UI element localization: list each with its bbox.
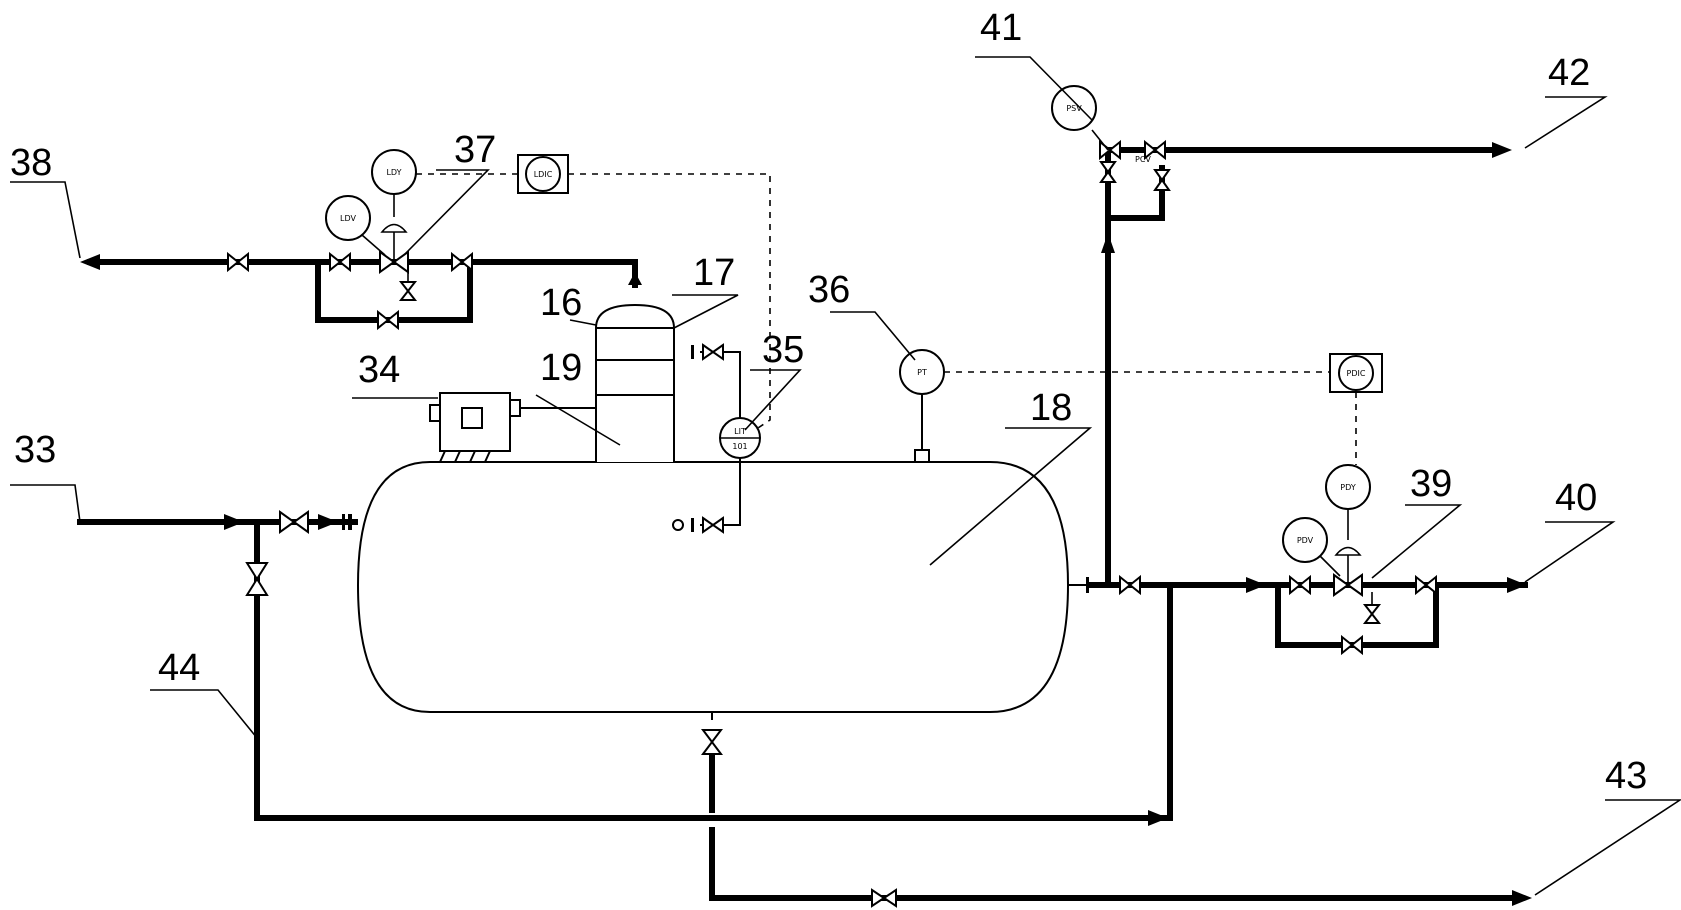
outlet-line-40 bbox=[1068, 546, 1528, 656]
liquid-outlet-line-38 bbox=[80, 223, 642, 331]
svg-text:PDY: PDY bbox=[1340, 483, 1356, 492]
ref-36: 36 bbox=[808, 269, 850, 311]
horizontal-vessel-18 bbox=[356, 461, 1070, 713]
pdy-instrument: PDY bbox=[1325, 464, 1371, 510]
bypass-line-44 bbox=[245, 519, 1173, 826]
ref-42: 42 bbox=[1548, 52, 1590, 94]
ref-43: 43 bbox=[1605, 755, 1647, 797]
pressure-transmitter-36: PT bbox=[899, 349, 945, 463]
svg-text:PDV: PDV bbox=[1297, 536, 1314, 545]
ref-39: 39 bbox=[1410, 463, 1452, 505]
pdic-controller: PDIC bbox=[1329, 353, 1383, 393]
ref-41: 41 bbox=[980, 7, 1022, 49]
dome-separator-17 bbox=[595, 303, 675, 462]
ref-35: 35 bbox=[762, 329, 804, 371]
drain-line-43 bbox=[701, 712, 1532, 908]
ref-40: 40 bbox=[1555, 477, 1597, 519]
ldv-instrument: LDV bbox=[325, 195, 371, 241]
inlet-line-33 bbox=[77, 510, 358, 534]
ref-37: 37 bbox=[454, 129, 496, 171]
ref-34: 34 bbox=[358, 349, 400, 391]
ref-19: 19 bbox=[540, 347, 582, 389]
relief-line-42 bbox=[1091, 129, 1512, 588]
ref-44: 44 bbox=[158, 647, 200, 689]
pcv-tag: PCV bbox=[1135, 155, 1151, 164]
ref-17: 17 bbox=[693, 252, 735, 294]
ref-33: 33 bbox=[14, 429, 56, 471]
psv-instrument: PSV bbox=[1051, 85, 1097, 131]
svg-text:PSV: PSV bbox=[1066, 104, 1082, 113]
ldy-instrument: LDY bbox=[371, 149, 417, 195]
leader-lines bbox=[10, 56, 1681, 896]
svg-text:LIT: LIT bbox=[734, 427, 746, 436]
svg-text:LDV: LDV bbox=[340, 214, 356, 223]
ref-18: 18 bbox=[1030, 387, 1072, 429]
svg-text:101: 101 bbox=[732, 442, 747, 451]
heater-box-34 bbox=[429, 392, 596, 463]
svg-text:PT: PT bbox=[917, 368, 927, 377]
svg-text:LDIC: LDIC bbox=[534, 170, 553, 179]
pdv-instrument: PDV bbox=[1282, 517, 1328, 563]
ref-16: 16 bbox=[540, 282, 582, 324]
ref-38: 38 bbox=[10, 142, 52, 184]
level-transmitter-35: LIT 101 bbox=[672, 343, 761, 534]
svg-text:PDIC: PDIC bbox=[1347, 369, 1366, 378]
ldic-controller: LDIC bbox=[517, 154, 569, 194]
svg-text:LDY: LDY bbox=[386, 168, 401, 177]
